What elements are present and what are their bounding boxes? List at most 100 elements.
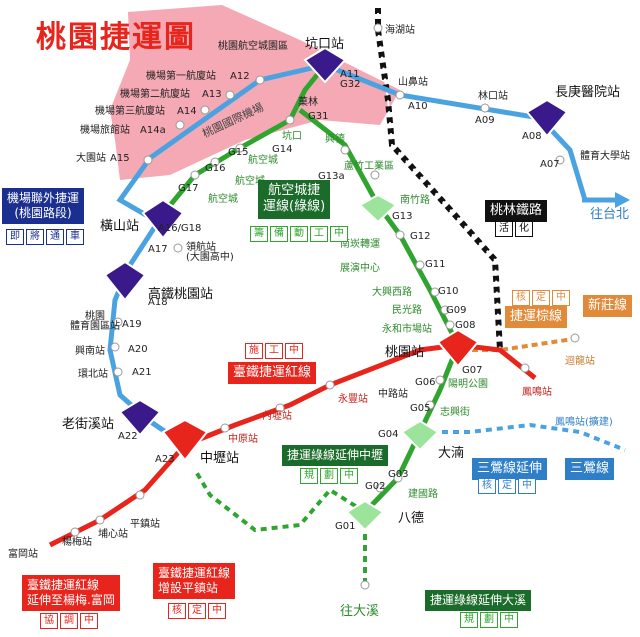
station-code: G15 [228, 147, 249, 158]
station-code: A11 G32 [340, 69, 361, 90]
status-char: 即 [6, 229, 24, 245]
station-label: 高鐵桃園站 [148, 287, 214, 302]
three-eagles-ext [420, 422, 626, 452]
station-label: 南竹路 [400, 195, 430, 206]
gem-hengshan-icon [141, 198, 185, 240]
station-label: 大湳 [438, 446, 465, 461]
station-label: 坑口 [282, 131, 302, 142]
station-label: 體育大學站 [580, 151, 630, 162]
station-code: G01 [335, 521, 356, 532]
station-code: A19 [122, 319, 142, 330]
taolin-railway [375, 8, 503, 351]
station-code: A15 [110, 153, 130, 164]
station-code: A16/G18 [158, 223, 202, 234]
status-char: 工 [265, 343, 283, 359]
gem-dalan-icon [400, 419, 440, 452]
station-code: G08 [455, 320, 476, 331]
new-line-box: 新莊線 [583, 295, 633, 318]
station-label: 永和市場站 [382, 324, 432, 335]
station-label: 老街溪站 [62, 417, 115, 432]
station-code: G06 [415, 377, 436, 388]
station-label: 菓林 [298, 97, 318, 108]
station-code: A21 [132, 367, 152, 378]
gem-g13-icon [358, 193, 398, 224]
station-label: 大園站 [76, 153, 106, 164]
station-code: G05 [410, 403, 431, 414]
station-code: G17 [178, 183, 199, 194]
green-ext-zhongli-status: 規 劃 中 [300, 468, 358, 484]
station-code: A14 [177, 106, 197, 117]
status-char: 中 [500, 612, 518, 628]
station-label: 平鎮站 [130, 519, 160, 530]
status-char: 中 [80, 613, 98, 629]
status-char: 備 [270, 226, 288, 242]
red-ext-pingzhen-status: 核 定 中 [168, 603, 226, 619]
status-char: 核 [168, 603, 186, 619]
gem-stations [103, 46, 569, 532]
station-code: G31 [308, 111, 329, 122]
station-label: 鳳鳴站(擴建) [555, 417, 613, 428]
station-label: 迴龍站 [565, 356, 595, 367]
station-code: A07 [540, 159, 560, 170]
green-line-status: 籌 備 動 工 中 [250, 226, 348, 242]
three-eagles-status: 核 定 中 [478, 478, 536, 494]
status-char: 中 [330, 226, 348, 242]
station-label: 建國路 [408, 489, 438, 500]
station-code: A10 [408, 101, 428, 112]
status-char: 車 [66, 229, 84, 245]
station-label: 中壢站 [200, 451, 240, 466]
status-char: 核 [478, 478, 496, 494]
taolin-status: 活 化 [495, 221, 533, 237]
station-label: 海湖站 [385, 25, 415, 36]
status-char: 中 [285, 343, 303, 359]
station-code: A09 [475, 115, 495, 126]
status-char: 定 [532, 290, 550, 306]
station-code: A17 [148, 244, 168, 255]
brown-line-box: 捷運棕線 [505, 306, 568, 329]
map-title: 桃園捷運圖 [36, 20, 196, 55]
station-label: 志興街 [440, 407, 470, 418]
station-label: 領航站 (大園高中) [186, 242, 234, 263]
station-code: G04 [378, 429, 399, 440]
three-eagles-ext-box: 三鶯線延伸 [472, 458, 548, 481]
status-char: 中 [340, 468, 358, 484]
station-label: 中原站 [228, 434, 258, 445]
gem-kengkou-icon [303, 46, 347, 84]
station-code: G10 [438, 286, 459, 297]
three-eagles-line-box: 三鶯線 [565, 458, 615, 481]
station-code: G07 [462, 365, 483, 376]
station-label: 環北站 [78, 369, 108, 380]
gem-taoyuan-icon [436, 328, 480, 368]
station-label: 橫山站 [100, 219, 140, 234]
green-ext-daxi-box: 捷運綠線延伸大溪 [425, 590, 532, 611]
station-code: G11 [425, 259, 446, 270]
station-label: 興德 [325, 134, 345, 145]
status-char: 中 [208, 603, 226, 619]
red-line [48, 342, 459, 548]
status-char: 中 [552, 290, 570, 306]
gem-changgung-icon [525, 98, 569, 138]
gem-hsr-icon [103, 260, 147, 302]
station-code: A12 [230, 71, 250, 82]
status-char: 劃 [320, 468, 338, 484]
station-label: 蘆竹工業區 [344, 161, 394, 172]
green-ext-daxi-status: 規 劃 中 [460, 612, 518, 628]
station-code: A18 [148, 297, 168, 308]
to-daxi-label: 往大溪 [340, 604, 380, 619]
station-label: 山鼻站 [398, 77, 428, 88]
station-label: 長庚醫院站 [555, 85, 621, 100]
station-label: 內壢站 [262, 411, 292, 422]
station-label: 南崁轉運 [340, 239, 380, 250]
red-ext-yangmei-status: 協 調 中 [40, 613, 98, 629]
station-code: G09 [446, 305, 467, 316]
station-label: 陽明公園 [448, 379, 488, 390]
station-label: 機場第三航廈站 [95, 106, 165, 117]
station-label: 機場旅館站 [80, 125, 130, 136]
station-label: 民光路 [392, 305, 422, 316]
station-label: 桃園站 [385, 345, 425, 360]
station-label: 鳳鳴站 [522, 387, 552, 398]
station-code: G16 [205, 163, 226, 174]
gem-laojie-icon [118, 398, 162, 437]
